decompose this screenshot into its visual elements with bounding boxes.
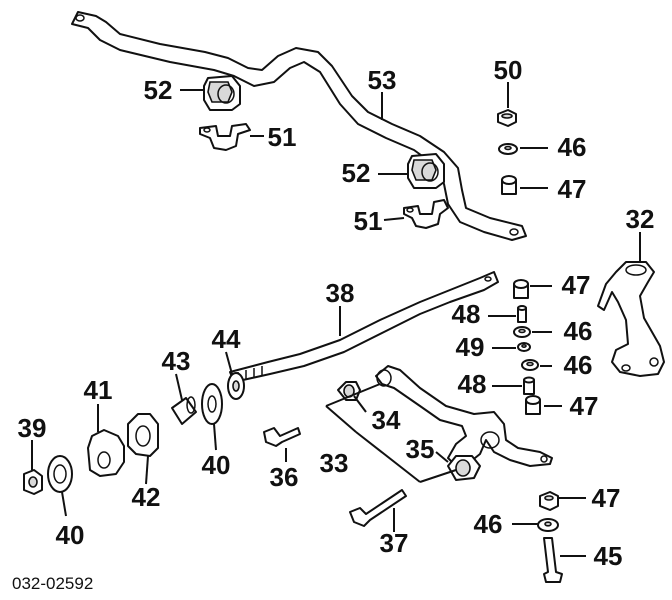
callout-46-upper: 46 <box>558 132 587 162</box>
callout-41: 41 <box>84 375 113 405</box>
bushing-47-mid <box>513 279 529 299</box>
callout-38: 38 <box>326 278 355 308</box>
callout-47-lower: 47 <box>570 391 599 421</box>
callout-40-left: 40 <box>56 520 85 550</box>
bushing-bracket-lower <box>403 199 449 229</box>
callout-42: 42 <box>132 482 161 512</box>
washer-40-right <box>201 383 223 425</box>
collar-48-lower <box>523 376 535 395</box>
callout-45: 45 <box>594 541 623 571</box>
collar-43 <box>171 396 197 425</box>
callout-46-mid-a: 46 <box>564 316 593 346</box>
rubber-bushing-41 <box>87 429 125 477</box>
callout-52-upper: 52 <box>144 75 173 105</box>
callout-47-upper: 47 <box>558 174 587 204</box>
rubber-bushing-42 <box>127 413 159 457</box>
collar-48-upper <box>517 305 527 323</box>
washer-46-bottom <box>537 518 559 532</box>
washer-46-upper <box>498 143 518 155</box>
arm-bushing-35 <box>447 455 481 481</box>
bushing-bracket-upper <box>199 123 251 151</box>
callout-52-lower: 52 <box>342 158 371 188</box>
stabilizer-bushing-lower <box>407 153 445 189</box>
callout-46-mid-b: 46 <box>564 350 593 380</box>
callout-47-mid: 47 <box>562 270 591 300</box>
washer-49 <box>517 342 531 352</box>
callout-51-upper: 51 <box>268 122 297 152</box>
nut-50 <box>497 109 517 127</box>
callout-53: 53 <box>368 65 397 95</box>
stabilizer-bushing-upper <box>203 75 241 111</box>
bolt-45 <box>543 537 563 583</box>
arm-bushing-34 <box>337 381 361 401</box>
callout-32: 32 <box>626 204 655 234</box>
callout-labels: 50 52 53 46 51 47 52 51 32 47 38 48 46 4… <box>18 55 655 571</box>
callout-51-lower: 51 <box>354 206 383 236</box>
nut-47-bottom <box>539 491 559 511</box>
bolt-37 <box>349 489 407 527</box>
steering-knuckle <box>597 261 665 377</box>
callout-47-bottom: 47 <box>592 483 621 513</box>
callout-39: 39 <box>18 413 47 443</box>
callout-33: 33 <box>320 448 349 478</box>
washer-44 <box>227 372 245 400</box>
callout-37: 37 <box>380 528 409 558</box>
callout-36: 36 <box>270 462 299 492</box>
stabilizer-bar <box>71 11 527 241</box>
bushing-47-upper <box>501 175 517 195</box>
callout-40-right: 40 <box>202 450 231 480</box>
callout-50: 50 <box>494 55 523 85</box>
leader-lines <box>31 82 641 557</box>
callout-48-lower: 48 <box>458 369 487 399</box>
lower-control-arm <box>375 365 553 467</box>
washer-46-mid-b <box>521 359 539 371</box>
bushing-47-lower <box>525 395 541 415</box>
bracket-33-outline <box>325 383 457 483</box>
callout-46-bottom: 46 <box>474 509 503 539</box>
washer-46-mid-a <box>513 326 531 338</box>
callout-43: 43 <box>162 346 191 376</box>
callout-34: 34 <box>372 405 401 435</box>
washer-40-left <box>47 455 73 493</box>
callout-35: 35 <box>406 434 435 464</box>
callout-48-upper: 48 <box>452 299 481 329</box>
bolt-36 <box>263 427 301 447</box>
callout-49: 49 <box>456 332 485 362</box>
callout-44: 44 <box>212 324 241 354</box>
diagram-code: 032-02592 <box>12 574 93 593</box>
nut-39 <box>23 469 43 495</box>
